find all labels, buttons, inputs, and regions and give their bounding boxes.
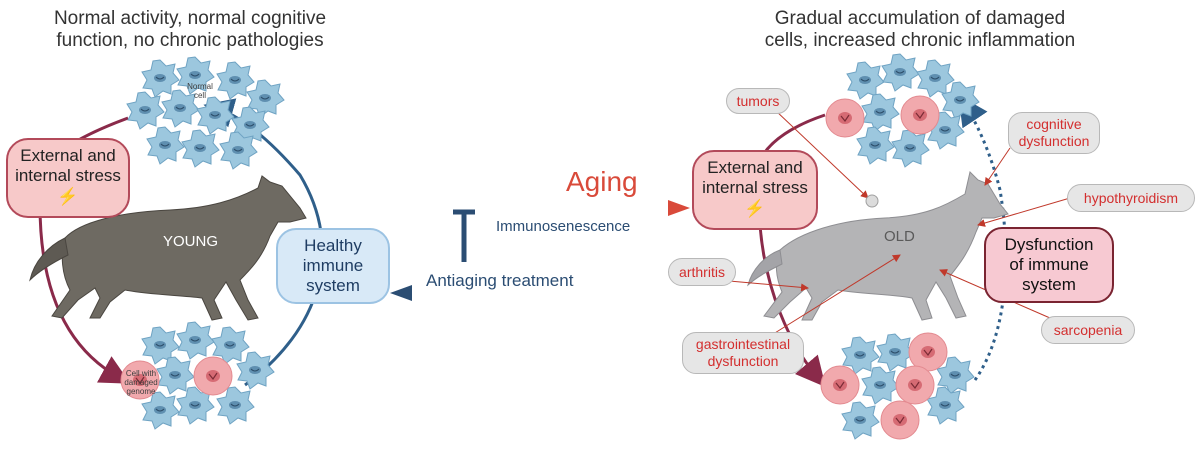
tumors-label: tumors [736, 92, 780, 109]
damaged-cell-label: Cell with damaged genome [118, 369, 164, 396]
left-heading-line-2: function, no chronic pathologies [56, 30, 324, 51]
pathology-tumors: tumors [726, 88, 790, 114]
pathology-sarcopenia: sarcopenia [1041, 316, 1135, 344]
pathology-cognitive-dysfunction: cognitive dysfunction [1008, 112, 1100, 154]
immunosenescence-label: Immunosenescence [496, 218, 631, 235]
pathology-gastrointestinal-dysfunction: gastrointestinal dysfunction [682, 332, 804, 374]
right-heading-line-1: Gradual accumulation of damaged [774, 8, 1066, 29]
left-stress-line-1: External and [20, 146, 116, 165]
right-heading-line-2: cells, increased chronic inflammation [764, 30, 1076, 51]
damaged-cell-line-2: damaged [124, 378, 158, 387]
old-wolf [747, 171, 1009, 321]
pathology-pointers [717, 109, 1071, 337]
cognitive-line-1: cognitive [1026, 116, 1082, 132]
right-heading: Gradual accumulation of damaged cells, i… [730, 8, 1110, 52]
lightning-icon: ⚡ [57, 187, 79, 206]
right-cycle-maroon-arrow-bottom [758, 224, 826, 388]
dysfunction-immune-system-box: Dysfunction of immune system [984, 227, 1114, 303]
young-wolf-label: YOUNG [163, 233, 219, 250]
healthy-immune-system-box: Healthy immune system [276, 228, 390, 304]
lightning-icon: ⚡ [744, 199, 766, 218]
gastro-line-1: gastrointestinal [695, 336, 791, 352]
damaged-cell-line-3: genome [126, 387, 156, 396]
normal-cell-line-1: Normal [187, 82, 213, 91]
aging-label: Aging [566, 166, 638, 197]
left-normal-cell-cluster [126, 56, 285, 170]
old-wolf-label: OLD [884, 228, 915, 245]
left-heading: Normal activity, normal cognitive functi… [20, 8, 360, 52]
right-bottom-cell-cluster [820, 332, 975, 440]
dysfunction-line-2: of immune [1009, 255, 1089, 274]
sarcopenia-label: sarcopenia [1053, 321, 1123, 338]
left-stress-box: External and internal stress ⚡ [6, 138, 130, 218]
right-stress-line-1: External and [707, 158, 803, 177]
gastro-line-2: dysfunction [707, 353, 779, 369]
young-wolf [29, 175, 307, 321]
healthy-line-1: Healthy [304, 236, 362, 255]
right-stress-line-2: internal stress [702, 178, 808, 197]
antiaging-treatment-label: Antiaging treatment [426, 271, 574, 290]
normal-cell-label: Normal cell [180, 82, 220, 100]
dysfunction-line-1: Dysfunction [1004, 235, 1094, 254]
immunosenescence-inhibitor [453, 209, 475, 262]
hypothyroidism-label: hypothyroidism [1083, 189, 1179, 206]
dysfunction-line-3: system [1022, 275, 1076, 294]
right-top-cell-cluster [825, 53, 980, 168]
normal-cell-line-2: cell [193, 91, 206, 100]
cognitive-line-2: dysfunction [1018, 133, 1090, 149]
pathology-hypothyroidism: hypothyroidism [1067, 184, 1195, 212]
healthy-line-2: immune [302, 256, 364, 275]
left-stress-line-2: internal stress [15, 166, 121, 185]
arthritis-label: arthritis [679, 263, 725, 280]
healthy-line-3: system [306, 276, 360, 295]
right-stress-box: External and internal stress ⚡ [692, 150, 818, 230]
pathology-arthritis: arthritis [668, 258, 736, 286]
left-heading-line-1: Normal activity, normal cognitive [53, 8, 327, 29]
damaged-cell-line-1: Cell with [125, 369, 157, 378]
